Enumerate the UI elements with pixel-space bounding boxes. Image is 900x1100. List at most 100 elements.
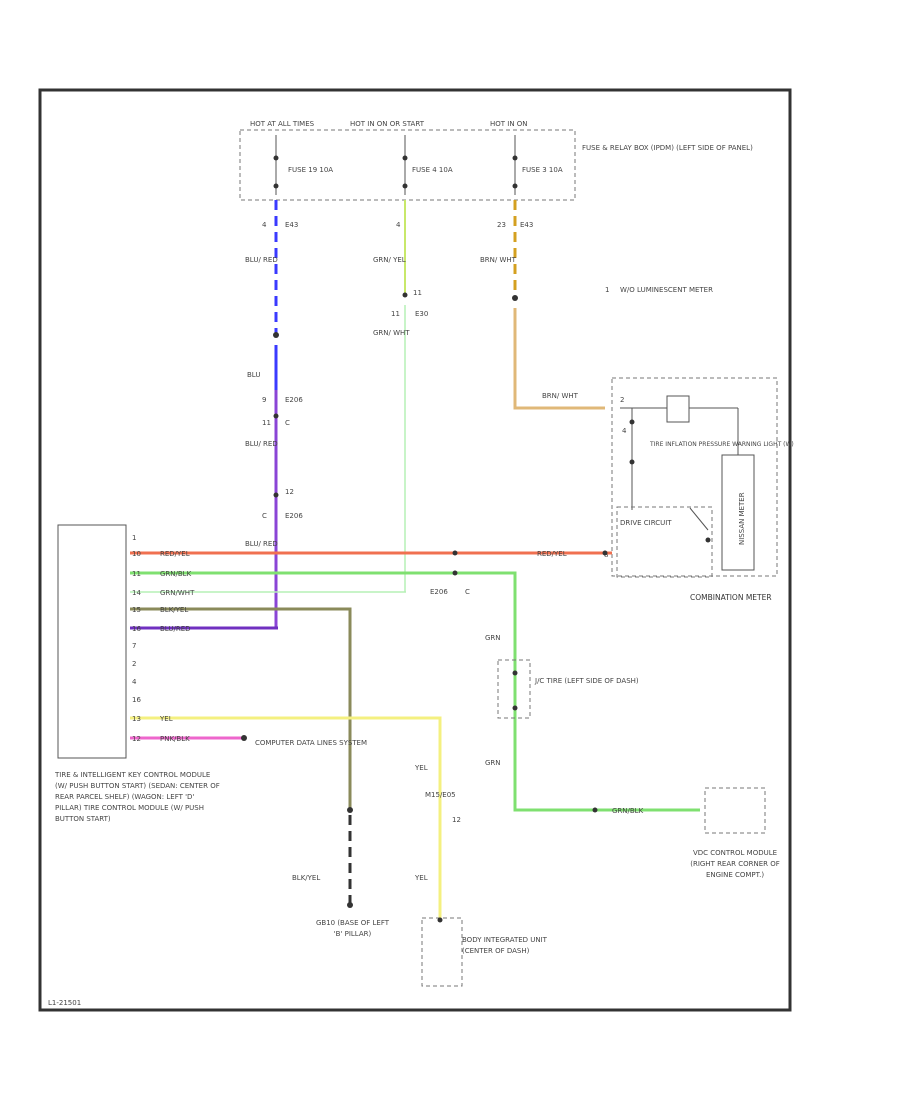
vdc-label: VDC CONTROL MODULE (RIGHT REAR CORNER OF…: [690, 849, 780, 879]
module-label: TIRE & INTELLIGENT KEY CONTROL MODULE (W…: [55, 771, 220, 823]
conn-m1-conn: E206: [285, 396, 303, 404]
wire-label-grn-b: GRN: [485, 759, 501, 767]
fuse-pin-3-conn: E43: [520, 221, 533, 229]
fuse-relay-box: [239, 129, 576, 201]
conn-m-low-pin: 11: [413, 289, 422, 297]
svg-text:1: 1: [132, 534, 136, 542]
combination-meter-box: [611, 377, 778, 577]
svg-text:13: 13: [132, 715, 141, 723]
wire-label-brn-wht-mid: BRN/ WHT: [542, 392, 579, 400]
wire-label-blk-yel-ground: BLK/YEL: [292, 874, 320, 882]
conn-e206-label: E206: [430, 588, 448, 596]
wire-label-blu-red-low: BLU/ RED: [245, 540, 278, 548]
fuse-pin-1-conn: E43: [285, 221, 298, 229]
conn-m3-conn: E206: [285, 512, 303, 520]
svg-text:15: 15: [132, 606, 141, 614]
fuse-label-3: FUSE 3 10A: [522, 166, 563, 174]
wire-label-blu-red-top: BLU/ RED: [245, 256, 278, 264]
wire-label-grn-yel: GRN/ YEL: [373, 256, 406, 264]
svg-text:11: 11: [132, 570, 141, 578]
conn-ground: M15/E05: [425, 791, 456, 799]
wire-label-pnk-blk: PNK/BLK: [160, 735, 190, 743]
wire-label-yel-b: YEL: [414, 874, 428, 882]
wire-label-grn-blk-left: GRN/BLK: [160, 570, 192, 578]
wire-label-red-yel-left: RED/YEL: [160, 550, 190, 558]
svg-text:4: 4: [132, 678, 137, 686]
wire-label-blk-yel-row: BLK/YEL: [160, 606, 188, 614]
note-label: W/O LUMINESCENT METER: [620, 286, 713, 294]
module-label-box: TIRE & INTELLIGENT KEY CONTROL MODULE (W…: [55, 771, 220, 823]
conn-m2-pin: 11: [262, 419, 271, 427]
fuse-label-2: FUSE 4 10A: [412, 166, 453, 174]
bcm-label: BODY INTEGRATED UNIT (CENTER OF DASH): [462, 936, 547, 955]
fuse-icon-1: [273, 135, 279, 195]
conn-e-low: E30: [415, 310, 428, 318]
conn-ground-pin: 12: [452, 816, 461, 824]
meter-lamp-label: TIRE INFLATION PRESSURE WARNING LIGHT (W…: [649, 441, 794, 448]
svg-text:2: 2: [132, 660, 136, 668]
ground-label: GB10 (BASE OF LEFT 'B' PILLAR): [315, 919, 390, 938]
meter-pin-b: 4: [622, 427, 627, 435]
svg-text:16: 16: [132, 625, 141, 633]
conn-m1-pin: 9: [262, 396, 266, 404]
splice-point: [273, 332, 279, 338]
conn-m3-pin: 12: [285, 488, 294, 496]
fuse-label-1: FUSE 19 10A: [288, 166, 333, 174]
wire-yel: [130, 716, 442, 920]
wire-label-yel-row: YEL: [159, 715, 173, 723]
svg-text:10: 10: [132, 550, 141, 558]
wire-label-grn-wht: GRN/ WHT: [373, 329, 410, 337]
joint-label: J/C TIRE (LEFT SIDE OF DASH): [534, 677, 639, 685]
conn-e206-pin: C: [465, 588, 470, 596]
bcm-label-box: BODY INTEGRATED UNIT (CENTER OF DASH): [462, 936, 547, 955]
fuse-icon-3: [512, 135, 518, 195]
bcm-box: [421, 917, 463, 987]
wire-label-blu-red-mid: BLU/ RED: [245, 440, 278, 448]
supply-label-3: HOT IN ON: [490, 120, 528, 128]
conn-e-low-pin: 11: [391, 310, 400, 318]
svg-text:16: 16: [132, 696, 141, 704]
footer-code: L1-21501: [48, 999, 81, 1007]
fuse-box-label: FUSE & RELAY BOX (IPDM) (LEFT SIDE OF PA…: [582, 144, 753, 152]
wire-label-red-yel-right: RED/YEL: [537, 550, 567, 558]
svg-text:14: 14: [132, 589, 141, 597]
drive-circuit-box: [616, 506, 713, 578]
splice-point: [512, 295, 518, 301]
diagram-frame: [38, 88, 792, 1012]
supply-label-2: HOT IN ON OR START: [350, 120, 425, 128]
conn-m2-sub: C: [285, 419, 290, 427]
drive-circuit-label: DRIVE CIRCUIT: [620, 519, 672, 527]
module-pins: 1 10 11 14 15 16 7 2 4 16 13 12: [132, 534, 141, 743]
wire-label-grn-blk-right: GRN/BLK: [612, 807, 644, 815]
supply-label-1: HOT AT ALL TIMES: [250, 120, 315, 128]
meter-side-box: [721, 454, 755, 571]
wire-grn-blk: [130, 571, 700, 812]
wire-label-brn-wht-top: BRN/ WHT: [480, 256, 517, 264]
joint-connector-box: [497, 659, 531, 719]
note-pin: 1: [605, 286, 609, 294]
wire-label-grn-wht-row: GRN/WHT: [160, 589, 195, 597]
fuse-pin-2: 4: [396, 221, 401, 229]
fuse-pin-1: 4: [262, 221, 267, 229]
vdc-module-box: [704, 787, 766, 834]
conn-m4-pin: C: [262, 512, 267, 520]
wire-label-blu-red-row: BLU/RED: [160, 625, 191, 633]
svg-text:12: 12: [132, 735, 141, 743]
fuse-icon-2: [402, 135, 408, 195]
wire-label-grn-a: GRN: [485, 634, 501, 642]
wire-label-yel-a: YEL: [414, 764, 428, 772]
meter-side-label: NISSAN METER: [738, 492, 746, 545]
meter-lamp-box: [666, 395, 690, 423]
wire-label-blu: BLU: [247, 371, 260, 379]
computer-data-label: COMPUTER DATA LINES SYSTEM: [255, 739, 367, 747]
svg-text:7: 7: [132, 642, 136, 650]
wire-brn-wht: [513, 308, 605, 410]
ground-label-box: GB10 (BASE OF LEFT 'B' PILLAR): [315, 919, 390, 938]
tire-control-module: [57, 524, 127, 759]
wire-blk-yel: [130, 607, 352, 810]
meter-title: COMBINATION METER: [690, 593, 772, 602]
fuse-pin-3: 23: [497, 221, 506, 229]
vdc-label-box: VDC CONTROL MODULE (RIGHT REAR CORNER OF…: [690, 849, 780, 879]
meter-pin-a: 2: [620, 396, 624, 404]
